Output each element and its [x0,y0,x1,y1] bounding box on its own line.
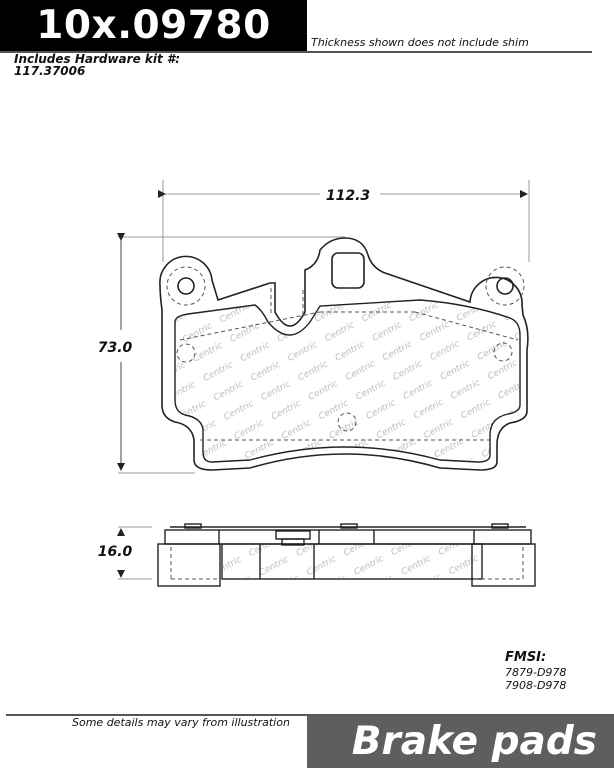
illustration-disclaimer: Some details may vary from illustration [72,716,290,729]
backing-plate [159,237,529,471]
width-dimension: 112.3 [158,180,530,262]
fmsi-label: FMSI: [505,650,547,665]
thickness-value: 16.0 [98,544,133,560]
fmsi-block: FMSI: 7879-D978 7908-D978 [505,650,566,692]
part-number-banner [0,0,307,51]
category-label: Brake pads [351,719,597,764]
part-number: 10x.09780 [36,3,271,48]
fmsi-code: 7908-D978 [505,679,567,692]
top-divider [0,51,592,53]
thickness-dimension: 16.0 [98,526,152,580]
height-dimension: 73.0 [98,233,345,474]
side-view [157,523,536,587]
category-banner [307,715,614,768]
hardware-kit-label: Includes Hardware kit #: [14,52,181,66]
friction-material [166,266,525,463]
height-value: 73.0 [98,340,133,356]
shim-note: Thickness shown does not include shim [311,36,529,49]
width-value: 112.3 [326,188,370,204]
hardware-kit-number: 117.37006 [14,64,86,78]
fmsi-code: 7879-D978 [505,666,567,679]
